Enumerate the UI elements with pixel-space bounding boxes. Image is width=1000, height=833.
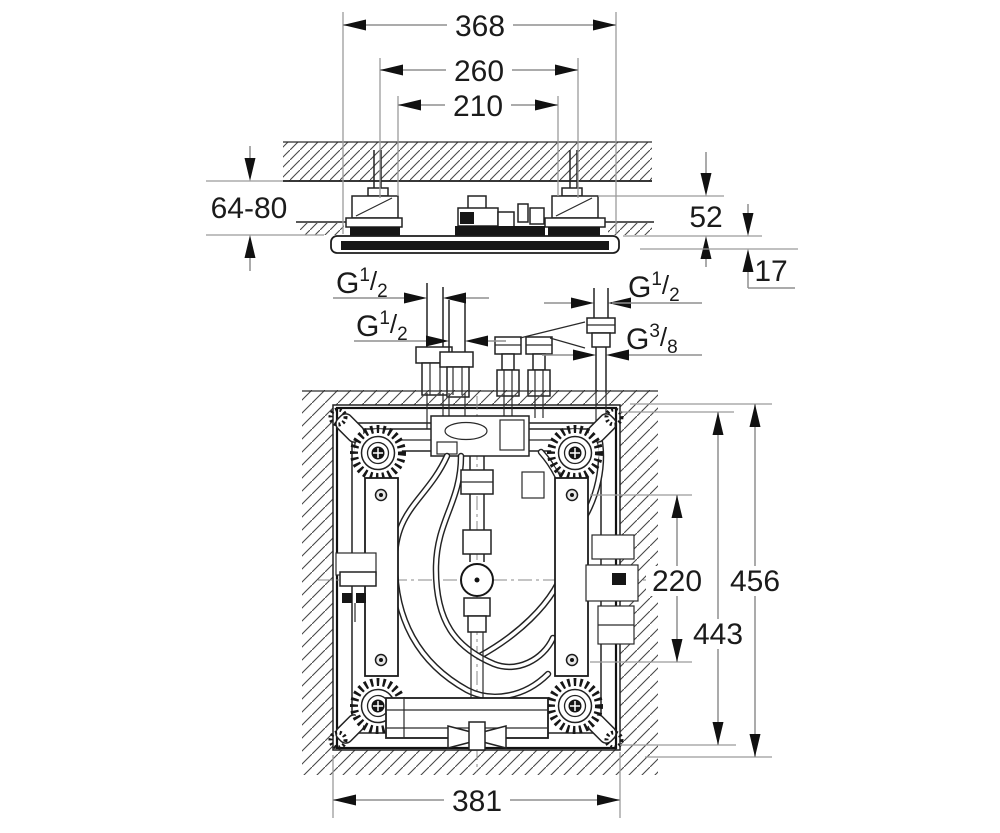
arrowhead [593, 19, 616, 31]
corner-adjuster-bottom-left [328, 682, 403, 750]
thread-callout-g-three-eighths: G3/8 [542, 321, 702, 361]
arrowhead [443, 292, 466, 304]
arrowhead [398, 99, 421, 111]
arrowhead [597, 794, 620, 806]
dim-52-label: 52 [689, 201, 722, 234]
dim-17-label: 17 [754, 255, 787, 288]
arrowhead [749, 404, 761, 427]
center-ball-joint [460, 563, 494, 698]
dim-overall-width-368: 368 [342, 10, 617, 234]
thread-label-g-half-3: G1/2 [628, 269, 680, 306]
side-clamp-left [335, 552, 377, 622]
dim-inner-spacing-210: 210 [397, 90, 559, 196]
arrowhead [742, 213, 754, 236]
thread-callout-g-half-2: G1/2 [354, 308, 506, 347]
dim-housing-height-52: 52 [598, 152, 762, 267]
thread-callout-g-half-1: G1/2 [333, 265, 489, 304]
dim-panel-projection-17: 17 [640, 204, 798, 289]
side-view-section [283, 141, 654, 254]
arrowhead [244, 235, 256, 258]
plan-view-section [302, 390, 658, 775]
hand-shower-fitting-1 [494, 336, 522, 397]
dim-260-label: 260 [454, 55, 504, 88]
thread-label-g-three-eighths: G3/8 [626, 321, 678, 358]
arrowhead [571, 297, 594, 309]
arrowhead [404, 292, 427, 304]
arrowhead [555, 64, 578, 76]
arrowhead [671, 639, 683, 662]
corner-adjuster-top-left [328, 407, 403, 478]
arrowhead [712, 412, 724, 435]
arrowhead [573, 349, 596, 361]
arrowhead [244, 158, 256, 181]
dim-456-label: 456 [730, 565, 780, 598]
connection-fittings-section [415, 283, 616, 398]
dim-cutout-height-456: 456 [630, 403, 786, 758]
thread-callout-g-half-3: G1/2 [544, 269, 702, 309]
arrowhead [700, 173, 712, 196]
arrowhead [465, 335, 488, 347]
dim-381-label: 381 [452, 785, 502, 818]
wing-nut [447, 721, 507, 751]
thread-label-g-half-1: G1/2 [336, 265, 388, 302]
adjuster-wheel [551, 429, 599, 477]
mounting-bracket-left [345, 150, 403, 236]
side-clamp-right [585, 534, 639, 645]
supply-pipe-2 [439, 300, 474, 398]
dim-frame-height-443: 443 [620, 411, 749, 746]
mounting-bracket-right [544, 150, 606, 236]
dim-bracket-spacing-260: 260 [379, 55, 579, 198]
arrowhead [535, 99, 558, 111]
rail-right [554, 477, 589, 677]
arrowhead [712, 722, 724, 745]
adjuster-wheel [354, 429, 402, 477]
corner-adjuster-bottom-right [551, 682, 624, 750]
ceiling-hatch [283, 142, 652, 181]
dim-rail-hole-spacing-220: 220 [590, 494, 708, 663]
arrowhead [671, 495, 683, 518]
dimensions: 368 260 210 64-80 [206, 10, 798, 818]
arrowhead [343, 19, 366, 31]
dim-443-label: 443 [693, 618, 743, 651]
leader-line-1 [519, 321, 586, 339]
ceiling-slab [283, 141, 652, 182]
arrowhead [700, 236, 712, 259]
dim-220-label: 220 [652, 565, 702, 598]
ceiling-cutout-hatch [302, 390, 658, 775]
dim-recess-depth-64-80: 64-80 [206, 146, 324, 271]
hand-shower-fitting-2 [525, 336, 553, 397]
arrowhead [333, 794, 356, 806]
corner-adjuster-top-right [551, 407, 624, 478]
top-manifold [354, 415, 599, 457]
shower-panel [330, 235, 620, 254]
dim-frame-width-381: 381 [332, 752, 621, 818]
dim-368-label: 368 [455, 10, 505, 43]
arrowhead [749, 734, 761, 757]
finished-ceiling-right [604, 221, 654, 235]
dim-64-80-label: 64-80 [211, 192, 288, 225]
center-connection-assembly [455, 195, 545, 236]
arrowhead [742, 249, 754, 272]
arrowhead [380, 64, 403, 76]
adjuster-wheel [551, 682, 599, 730]
thread-label-g-half-2: G1/2 [356, 308, 408, 345]
arrowhead [426, 335, 449, 347]
leader-line-2 [549, 337, 586, 349]
right-supply-fitting [586, 288, 616, 393]
dim-210-label: 210 [453, 90, 503, 123]
